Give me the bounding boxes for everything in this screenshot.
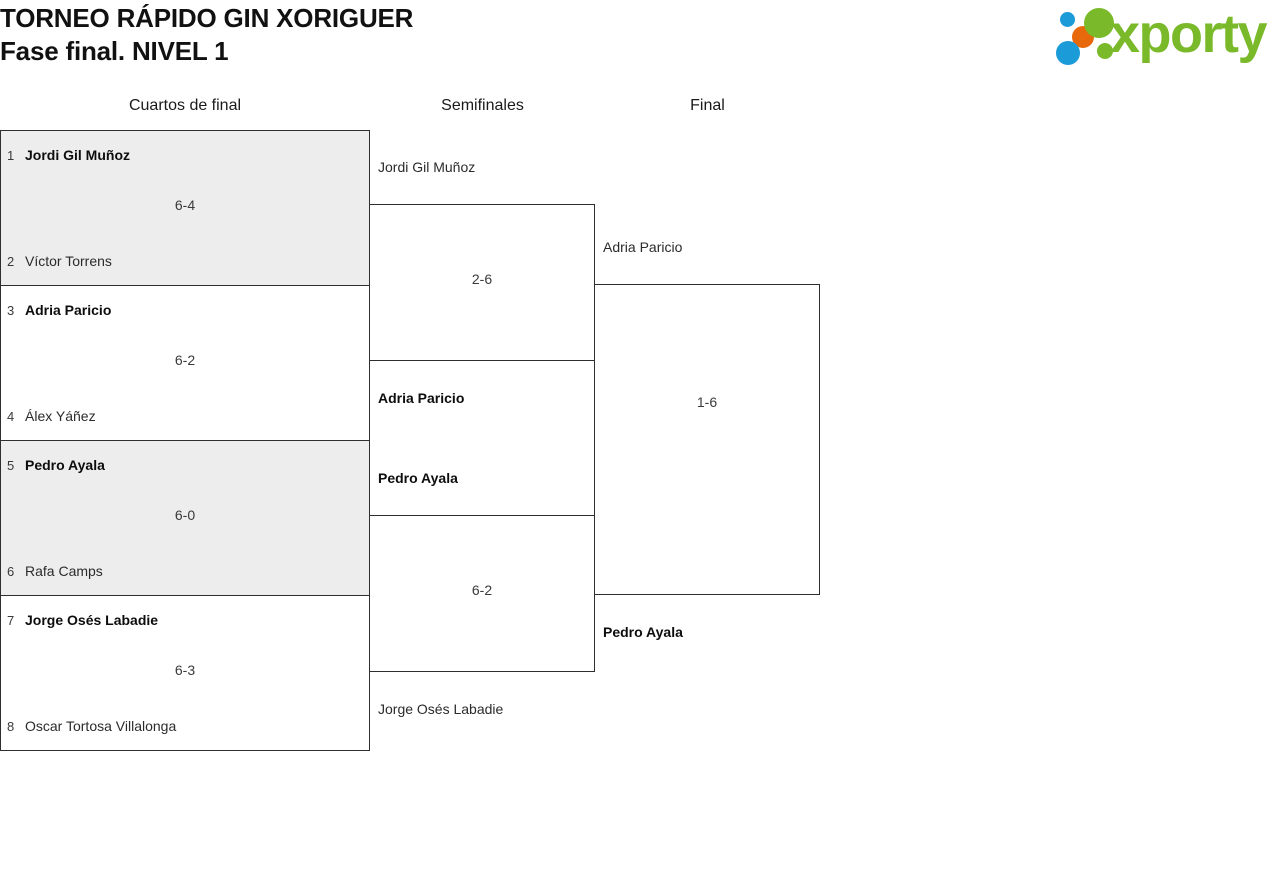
match-slot-top[interactable]: 3 Adria Paricio: [1, 298, 369, 322]
seed-number: 7: [7, 612, 15, 628]
page-title: TORNEO RÁPIDO GIN XORIGUER Fase final. N…: [0, 2, 413, 69]
match-slot-top[interactable]: Pedro Ayala: [370, 466, 594, 490]
match-slot-top[interactable]: 1 Jordi Gil Muñoz: [1, 143, 369, 167]
match-semifinal-1[interactable]: Jordi Gil Muñoz 2-6 Adria Paricio: [369, 159, 595, 406]
logo-wordmark: xporty: [1110, 4, 1268, 64]
match-semifinal-2[interactable]: Pedro Ayala 6-2 Jorge Osés Labadie: [369, 470, 595, 717]
seed-number: 2: [7, 253, 15, 269]
title-line-1: TORNEO RÁPIDO GIN XORIGUER: [0, 3, 414, 33]
player-name: Víctor Torrens: [25, 253, 112, 269]
round-header-quarterfinals: Cuartos de final: [128, 97, 242, 114]
player-name: Adria Paricio: [378, 390, 465, 406]
title-line-2: Fase final. NIVEL 1: [0, 36, 229, 67]
logo-dots-icon: [1048, 5, 1128, 67]
seed-number: 6: [7, 563, 15, 579]
player-name: Jorge Osés Labadie: [378, 701, 504, 717]
player-name: Álex Yáñez: [25, 408, 96, 424]
match-score: 1-6: [696, 394, 718, 410]
player-name: Pedro Ayala: [603, 624, 683, 640]
logo-dot-blue-large-icon: [1056, 41, 1080, 65]
player-name: Oscar Tortosa Villalonga: [25, 718, 177, 734]
match-slot-bottom[interactable]: 8 Oscar Tortosa Villalonga: [1, 714, 369, 738]
match-quarterfinal-1[interactable]: 1 Jordi Gil Muñoz 6-4 2 Víctor Torrens: [0, 130, 370, 286]
logo-dot-green-small-icon: [1097, 43, 1113, 59]
logo-dot-blue-small-icon: [1060, 12, 1075, 27]
match-slot-bottom[interactable]: Pedro Ayala: [595, 620, 819, 644]
match-quarterfinal-2[interactable]: 3 Adria Paricio 6-2 4 Álex Yáñez: [0, 285, 370, 441]
match-slot-bottom[interactable]: 6 Rafa Camps: [1, 559, 369, 583]
match-score: 2-6: [471, 271, 493, 287]
player-name: Jordi Gil Muñoz: [378, 159, 476, 175]
match-quarterfinal-3[interactable]: 5 Pedro Ayala 6-0 6 Rafa Camps: [0, 440, 370, 596]
logo-dot-green-large-icon: [1084, 8, 1114, 38]
player-name: Pedro Ayala: [378, 470, 458, 486]
match-score: 6-0: [174, 507, 196, 523]
seed-number: 8: [7, 718, 15, 734]
seed-number: 3: [7, 302, 15, 318]
player-name: Adria Paricio: [603, 239, 683, 255]
match-slot-top[interactable]: Jordi Gil Muñoz: [370, 155, 594, 179]
player-name: Adria Paricio: [25, 302, 112, 318]
match-quarterfinal-4[interactable]: 7 Jorge Osés Labadie 6-3 8 Oscar Tortosa…: [0, 595, 370, 751]
player-name: Rafa Camps: [25, 563, 103, 579]
match-score: 6-2: [174, 352, 196, 368]
match-slot-bottom[interactable]: 2 Víctor Torrens: [1, 249, 369, 273]
match-slot-top[interactable]: Adria Paricio: [595, 235, 819, 259]
match-slot-bottom[interactable]: 4 Álex Yáñez: [1, 404, 369, 428]
xporty-logo[interactable]: xporty: [1048, 4, 1276, 67]
round-header-semifinals: Semifinales: [441, 97, 524, 114]
round-header-final: Final: [690, 97, 725, 114]
match-slot-top[interactable]: 5 Pedro Ayala: [1, 453, 369, 477]
seed-number: 5: [7, 457, 15, 473]
seed-number: 4: [7, 408, 15, 424]
player-name: Jordi Gil Muñoz: [25, 147, 130, 163]
match-score: 6-3: [174, 662, 196, 678]
match-score: 6-2: [471, 582, 493, 598]
page-header: TORNEO RÁPIDO GIN XORIGUER Fase final. N…: [0, 0, 1280, 88]
match-slot-top[interactable]: 7 Jorge Osés Labadie: [1, 608, 369, 632]
seed-number: 1: [7, 147, 15, 163]
match-slot-bottom[interactable]: Adria Paricio: [370, 386, 594, 410]
match-slot-bottom[interactable]: Jorge Osés Labadie: [370, 697, 594, 721]
player-name: Jorge Osés Labadie: [25, 612, 159, 628]
match-final[interactable]: Adria Paricio 1-6 Pedro Ayala: [594, 239, 820, 640]
player-name: Pedro Ayala: [25, 457, 105, 473]
match-score: 6-4: [174, 197, 196, 213]
